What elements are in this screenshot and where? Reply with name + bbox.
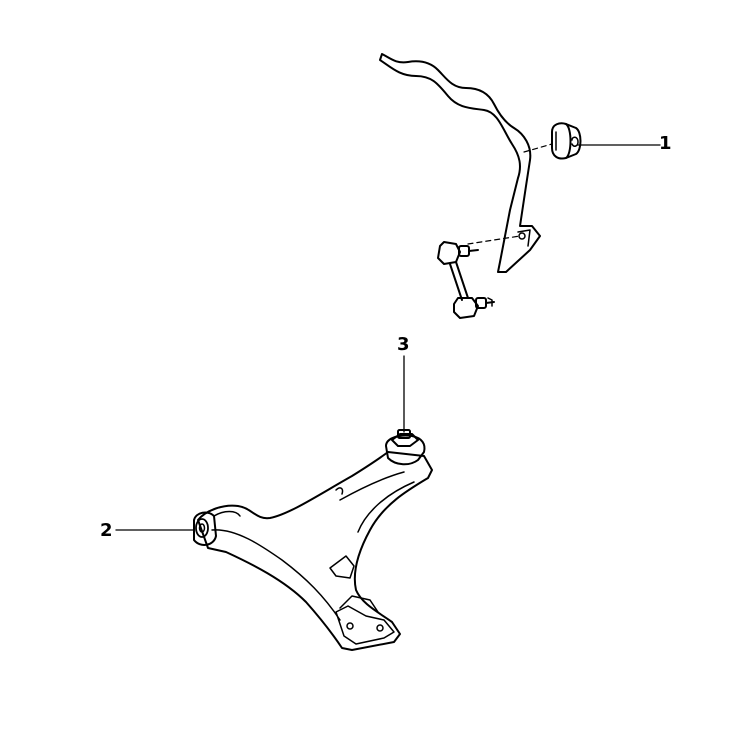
link-guide-line bbox=[467, 235, 521, 245]
callout-1: 1 bbox=[659, 133, 672, 154]
lower-arm-bushing bbox=[193, 511, 217, 546]
stabilizer-bar bbox=[379, 53, 541, 273]
stabilizer-bushing bbox=[551, 122, 582, 160]
callout-2: 2 bbox=[100, 520, 113, 541]
bushing-guide-line bbox=[523, 143, 553, 153]
lower-control-arm bbox=[197, 451, 433, 651]
stabilizer-link bbox=[437, 241, 495, 319]
callout-3: 3 bbox=[397, 334, 410, 355]
ball-joint bbox=[385, 429, 426, 466]
